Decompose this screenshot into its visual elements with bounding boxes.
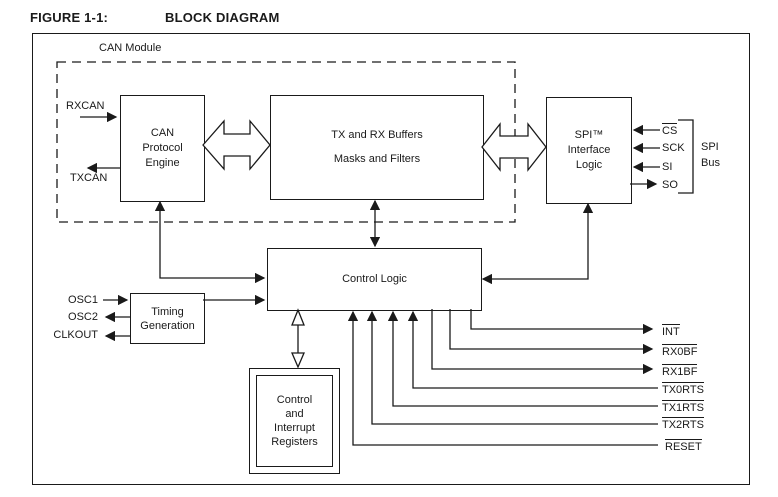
osc1-pin-label: OSC1 [68, 294, 98, 306]
rx1bf-pin-text: RX1BF [662, 364, 698, 378]
timing-generation-block: Timing Generation [130, 293, 205, 344]
sck-pin-label: SCK [662, 142, 685, 154]
buffers-line1: TX and RX Buffers [331, 129, 423, 141]
control-interrupt-registers-block: Control and Interrupt Registers [249, 368, 340, 474]
spi-bus-label: SPI Bus [701, 141, 720, 169]
cs-pin-text: CS [662, 123, 678, 137]
cs-pin-label: CS [662, 123, 678, 137]
tx1rts-pin-text: TX1RTS [662, 400, 704, 414]
tx0rts-pin-text: TX0RTS [662, 382, 704, 396]
spi-interface-logic-block: SPI™ Interface Logic [546, 97, 632, 204]
buffers-line2: Masks and Filters [333, 153, 421, 165]
rxcan-pin-label: RXCAN [66, 100, 105, 112]
rx1bf-pin-label: RX1BF [662, 364, 698, 378]
figure-label: FIGURE 1-1: [30, 10, 109, 25]
figure-frame [32, 33, 750, 485]
reset-pin-label: RESET [665, 439, 702, 453]
control-logic-block: Control Logic [267, 248, 482, 311]
int-pin-label: INT [662, 324, 680, 338]
osc2-pin-label: OSC2 [68, 311, 98, 323]
tx1rts-pin-label: TX1RTS [662, 400, 704, 414]
clkout-pin-label: CLKOUT [53, 329, 98, 341]
control-interrupt-registers-inner: Control and Interrupt Registers [256, 375, 333, 467]
can-module-label: CAN Module [99, 42, 162, 54]
tx2rts-pin-label: TX2RTS [662, 417, 704, 431]
rx0bf-pin-text: RX0BF [662, 344, 698, 358]
tx-rx-buffers-block: TX and RX Buffers Masks and Filters [270, 95, 484, 200]
reset-pin-text: RESET [665, 439, 702, 453]
si-pin-label: SI [662, 161, 673, 173]
tx2rts-pin-text: TX2RTS [662, 417, 704, 431]
int-pin-text: INT [662, 324, 680, 338]
tx0rts-pin-label: TX0RTS [662, 382, 704, 396]
txcan-pin-label: TXCAN [70, 172, 108, 184]
rx0bf-pin-label: RX0BF [662, 344, 698, 358]
figure-title: BLOCK DIAGRAM [165, 10, 280, 25]
can-protocol-engine-block: CAN Protocol Engine [120, 95, 205, 202]
so-pin-label: SO [662, 179, 678, 191]
